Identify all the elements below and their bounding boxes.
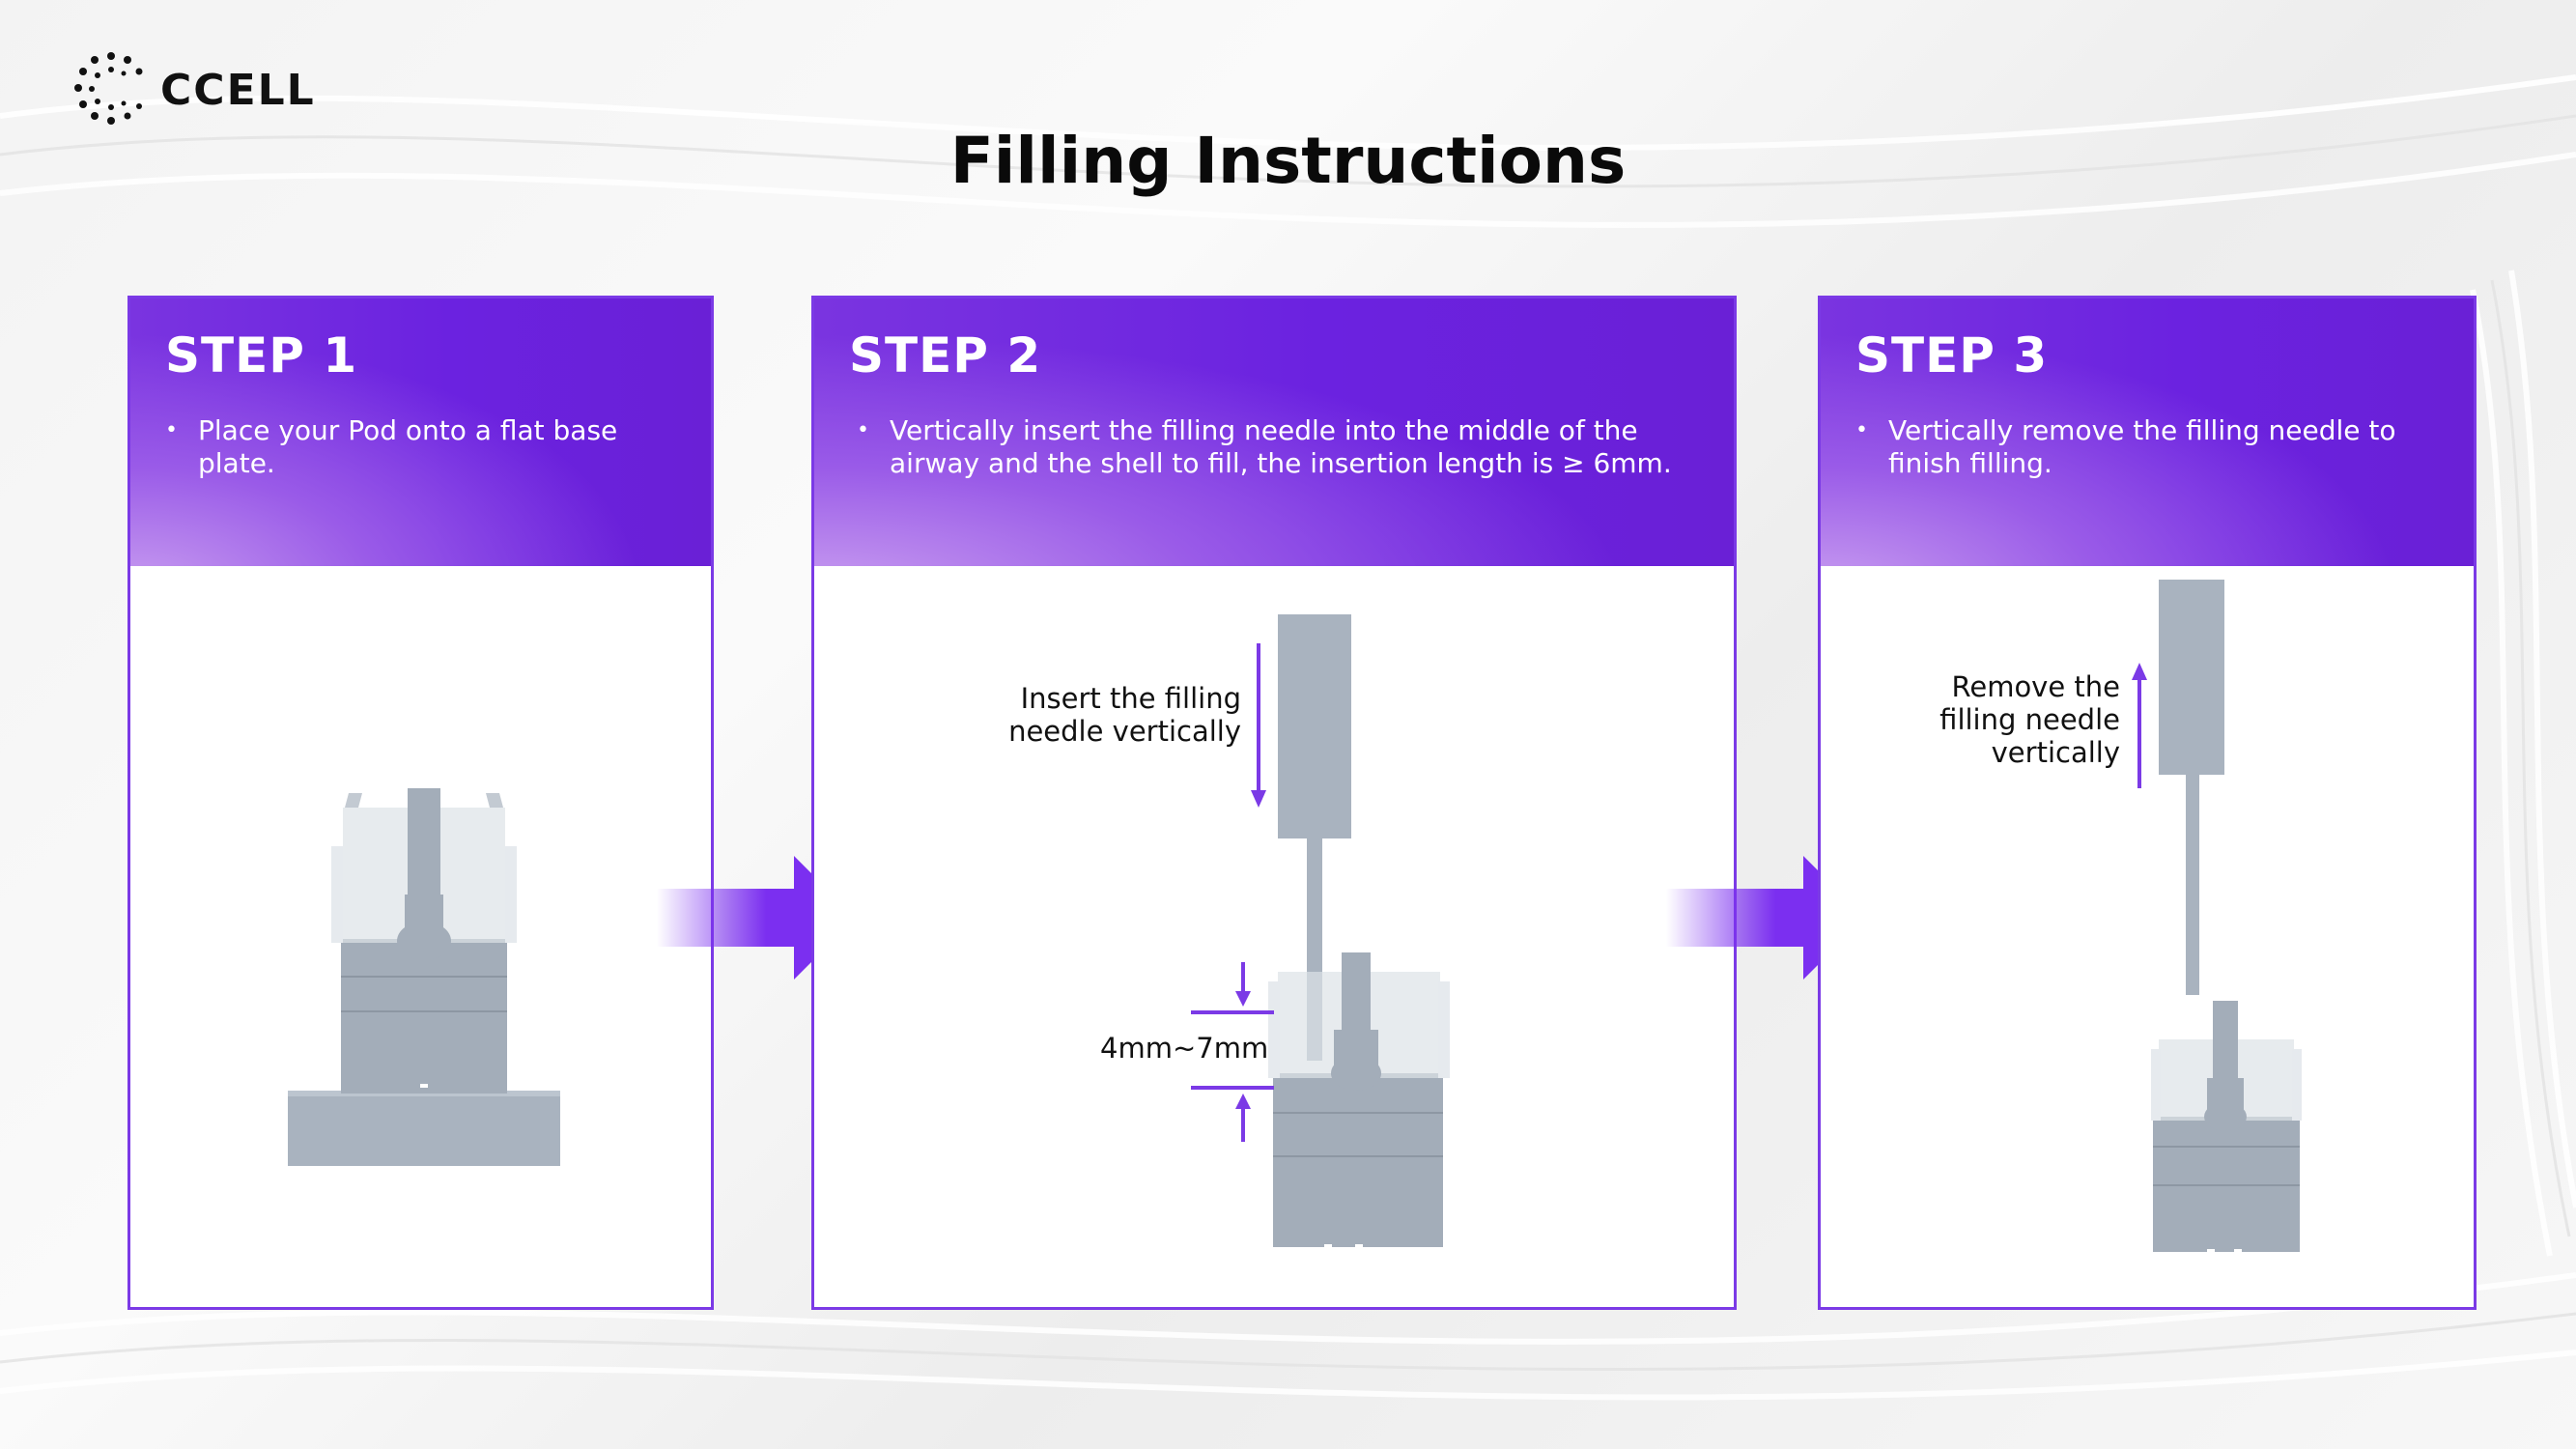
next-step-arrow-icon xyxy=(1666,856,1865,980)
step-3-title: STEP 3 xyxy=(1855,327,2049,384)
next-step-arrow-icon xyxy=(657,856,856,980)
pod-on-base-illustration xyxy=(288,788,560,1166)
ccell-logo: CCELL xyxy=(70,48,316,131)
step-3-header: STEP 3 • Vertically remove the filling n… xyxy=(1821,298,2474,566)
ccell-logo-mark-icon xyxy=(74,52,143,125)
needle-remove-illustration xyxy=(2132,580,2302,1253)
step-2-header: STEP 2 • Vertically insert the filling n… xyxy=(814,298,1734,566)
bullet-icon: • xyxy=(857,418,869,442)
step-1-card: STEP 1 • Place your Pod onto a flat base… xyxy=(127,296,714,1310)
step-1-title: STEP 1 xyxy=(165,327,358,384)
step-1-description: • Place your Pod onto a flat base plate. xyxy=(165,414,676,480)
bullet-icon: • xyxy=(165,418,178,442)
logo-text: CCELL xyxy=(160,65,316,115)
step-2-illustration: Insert the filling needle vertically 4mm… xyxy=(814,566,1734,1307)
step-1-text: Place your Pod onto a flat base plate. xyxy=(198,414,618,479)
step-3-card: STEP 3 • Vertically remove the filling n… xyxy=(1818,296,2477,1310)
page-title: Filling Instructions xyxy=(949,124,1627,198)
insert-callout: Insert the filling needle vertically xyxy=(1008,682,1241,748)
step-3-illustration: Remove the filling needle vertically xyxy=(1821,566,2474,1307)
step-2-card: STEP 2 • Vertically insert the filling n… xyxy=(811,296,1737,1310)
depth-label: 4mm~7mm xyxy=(1100,1032,1269,1065)
step-2-description: • Vertically insert the filling needle i… xyxy=(849,414,1699,480)
step-3-text: Vertically remove the filling needle to … xyxy=(1888,414,2396,479)
step-1-illustration xyxy=(130,566,711,1307)
remove-callout: Remove the filling needle vertically xyxy=(1939,670,2120,769)
step-2-text: Vertically insert the filling needle int… xyxy=(890,414,1672,479)
step-2-title: STEP 2 xyxy=(849,327,1042,384)
bullet-icon: • xyxy=(1855,418,1868,442)
step-3-description: • Vertically remove the filling needle t… xyxy=(1855,414,2439,480)
needle-insert-illustration xyxy=(1191,614,1450,1248)
step-1-header: STEP 1 • Place your Pod onto a flat base… xyxy=(130,298,711,566)
